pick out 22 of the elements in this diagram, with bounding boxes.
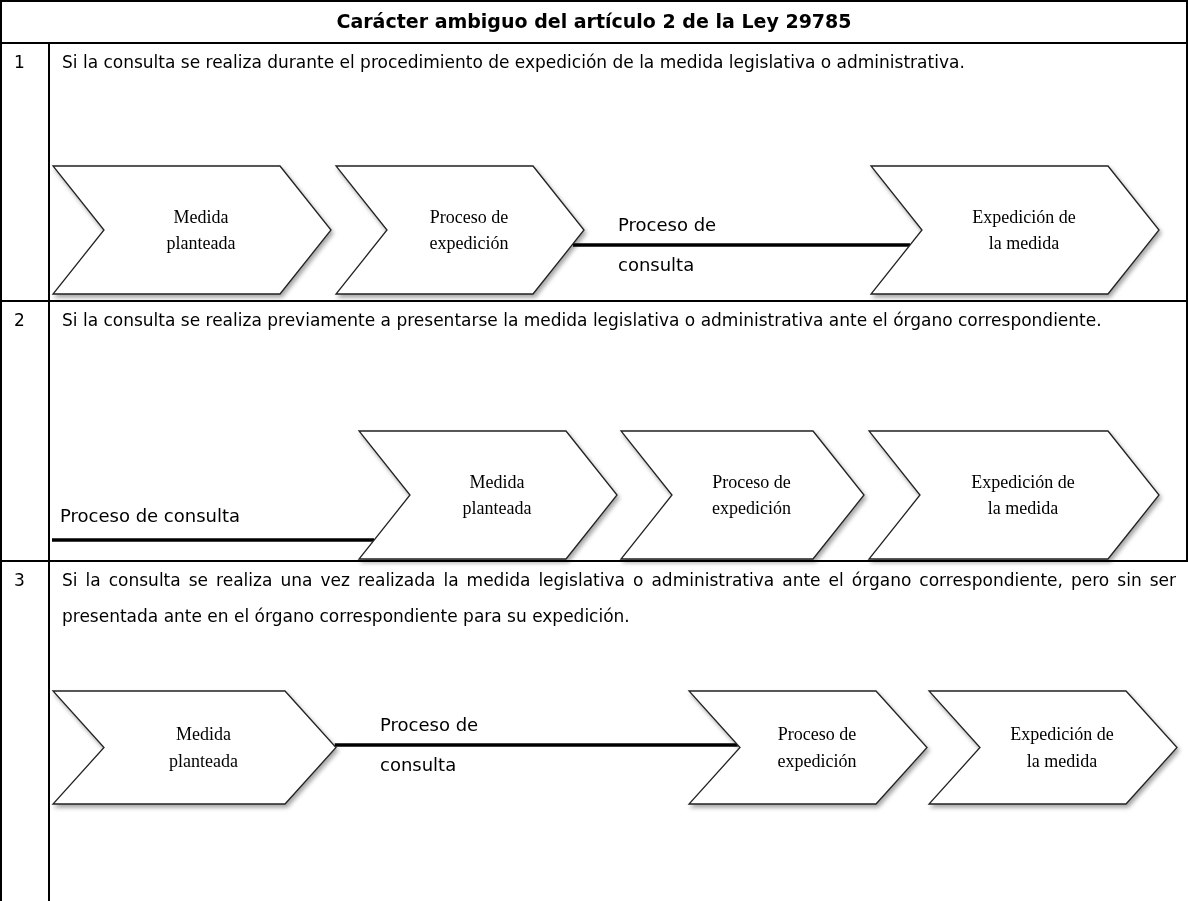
chevron-shape: Expedición de la medida [928, 690, 1178, 805]
chevron-shape: Proceso de expedición [335, 165, 585, 295]
row-number: 3 [14, 569, 26, 592]
row-number: 1 [14, 51, 26, 74]
connector-line [334, 743, 738, 747]
edge-label: Proceso de consulta [380, 713, 480, 777]
row-description: Si la consulta se realiza previamente a presentarse la medida legislativa o administrativa ante el órgano correspondiente. [62, 309, 1103, 332]
row-description: Si la consulta se realiza una vez realizada la medida legislativa o administrativa ante el órgano correspondiente, pero sin ser presentada ante en el órgano correspondiente para su expedición. [62, 569, 1176, 628]
chevron-shape: Proceso de expedición [688, 690, 928, 805]
chevron-shape: Medida planteada [52, 690, 337, 805]
edge-label: Proceso de consulta [618, 213, 718, 277]
chevron-shape: Proceso de expedición [620, 430, 865, 560]
row-description: Si la consulta se realiza durante el procedimiento de expedición de la medida legislativa o administrativa. [62, 51, 966, 74]
chevron-shape: Expedición de la medida [870, 165, 1160, 295]
chevron-shape: Medida planteada [52, 165, 332, 295]
chevron-shape: Expedición de la medida [868, 430, 1160, 560]
chevron-shape: Medida planteada [358, 430, 618, 560]
connector-line [573, 243, 910, 247]
edge-label: Proceso de consulta [60, 504, 241, 528]
row-number: 2 [14, 309, 26, 332]
connector-line [52, 538, 374, 542]
table-heading: Carácter ambiguo del artículo 2 de la Ley 29785 [336, 10, 852, 32]
